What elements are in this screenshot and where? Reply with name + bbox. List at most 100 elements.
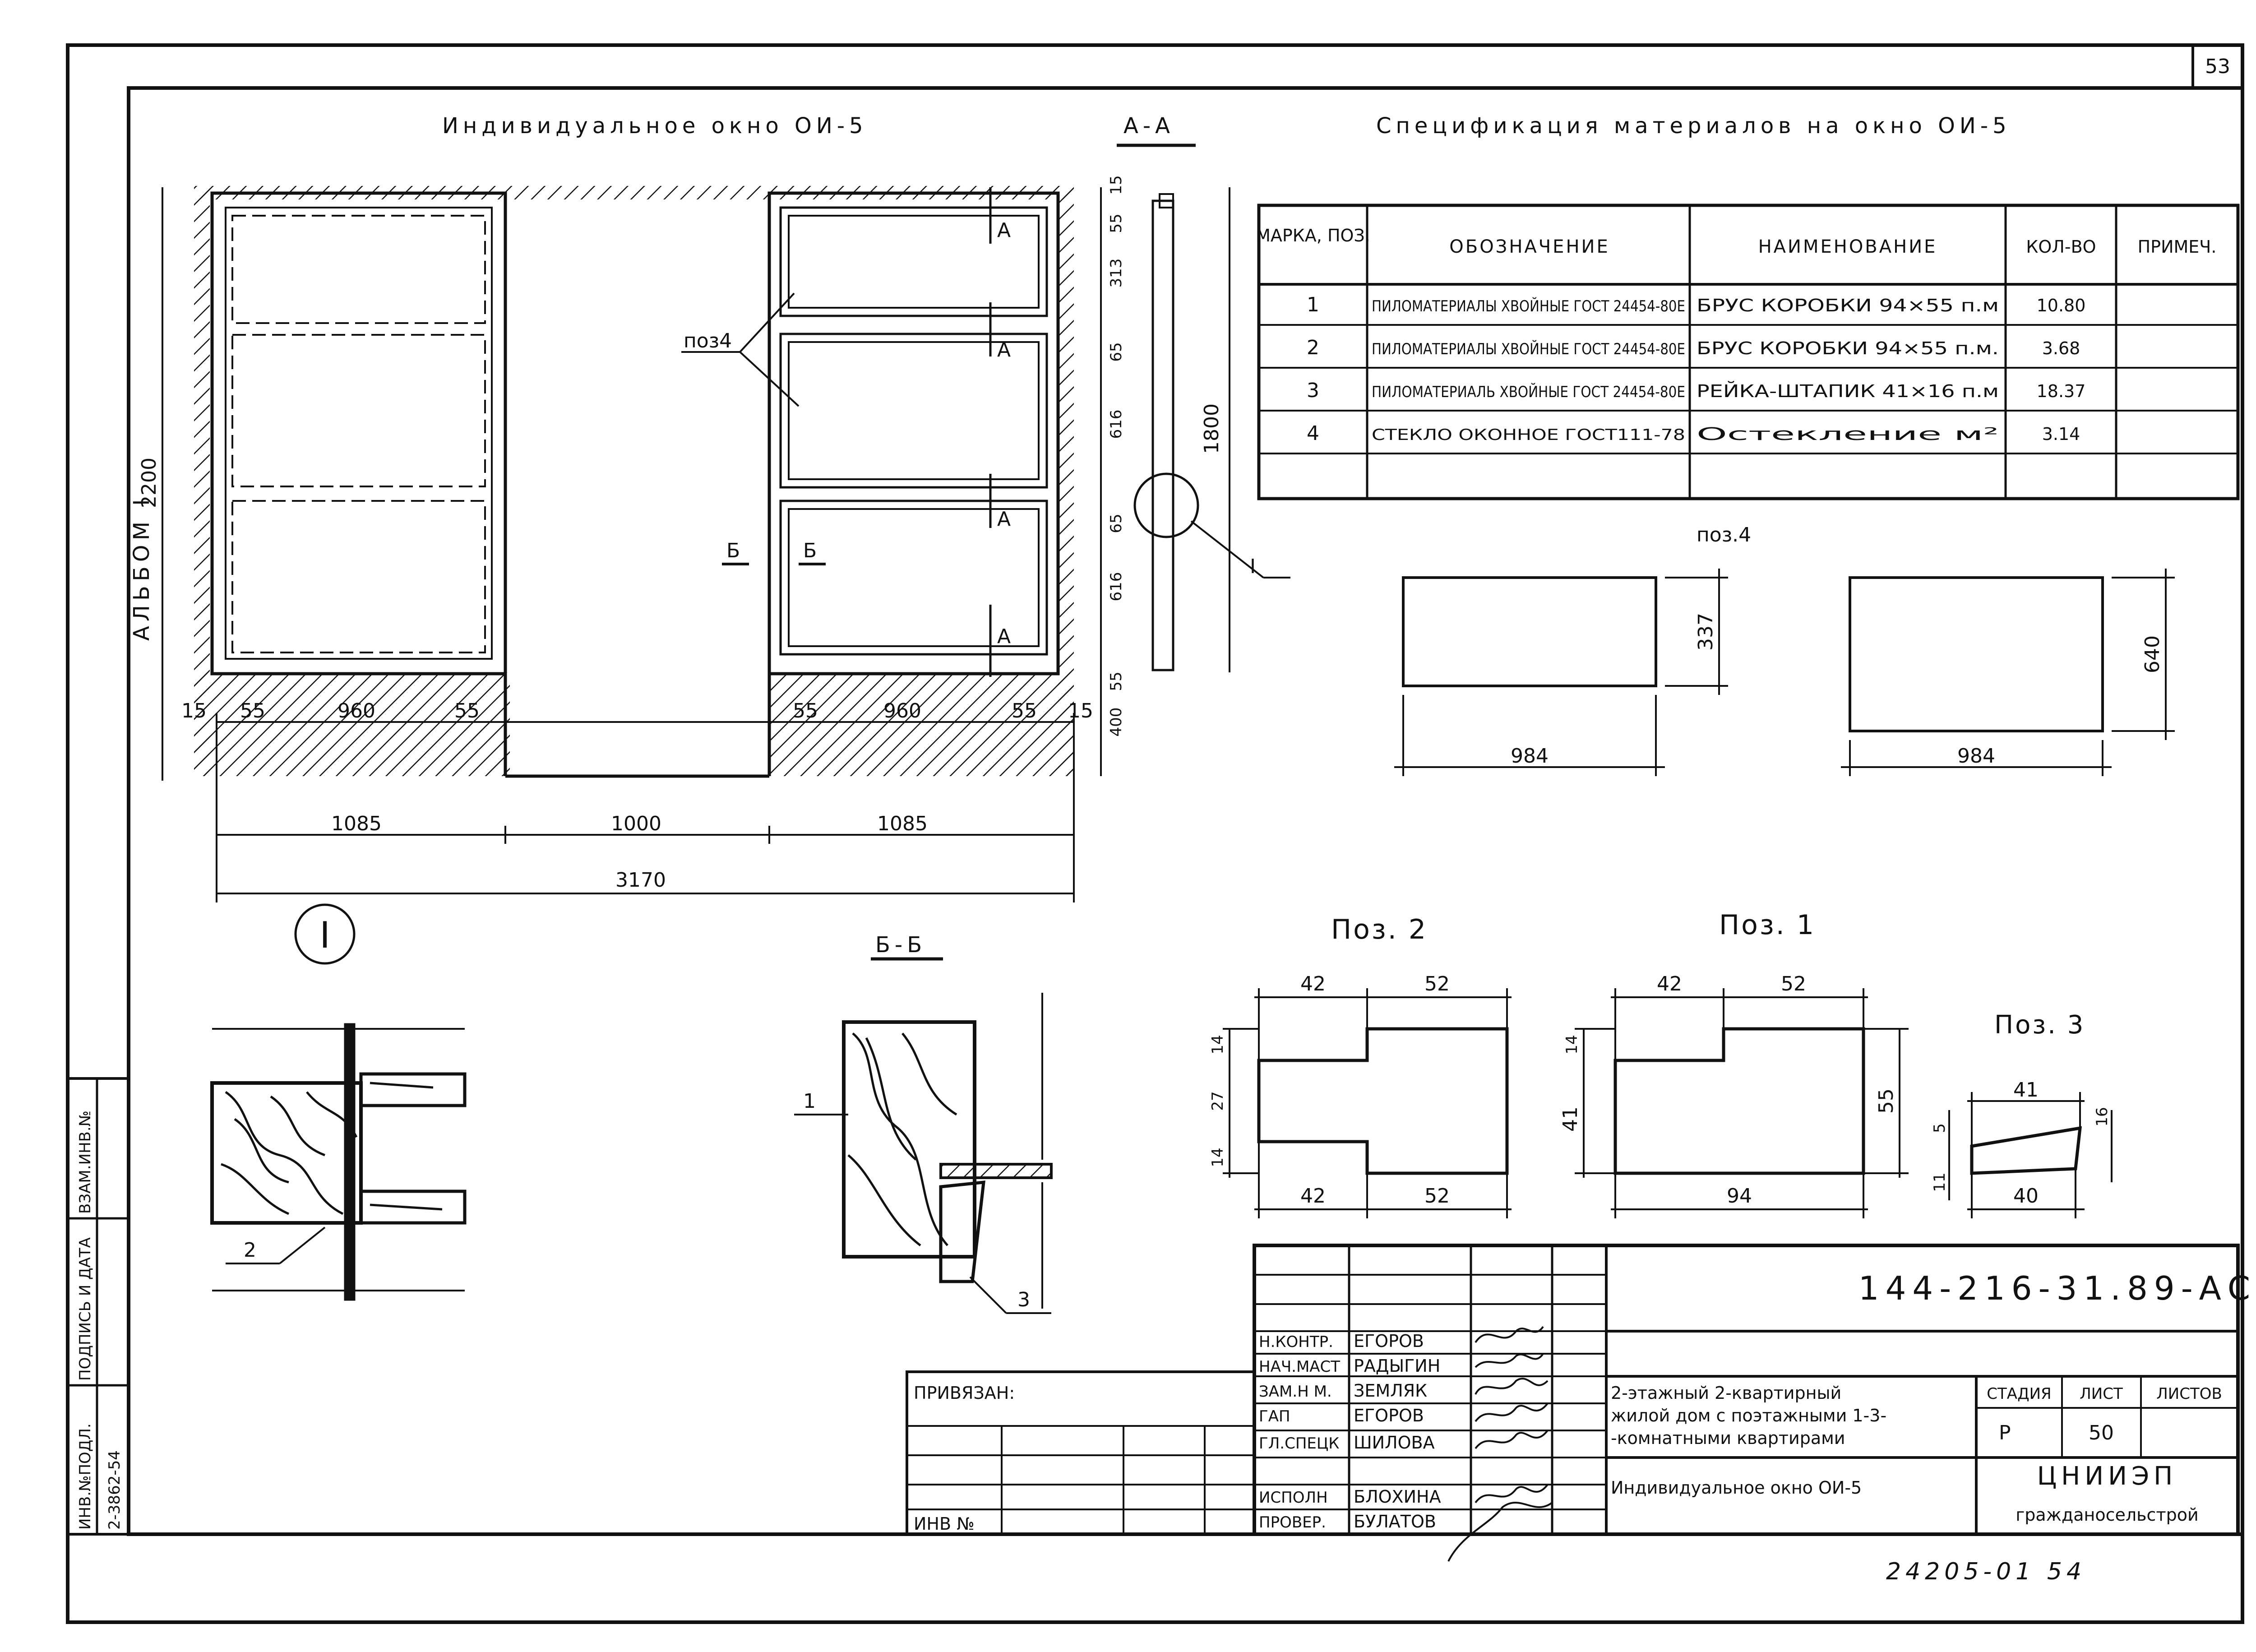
poz1-title: Поз. 1 [1719,909,1816,941]
table-cell: РЕЙКА-ШТАПИК 41×16 п.м [1697,381,1999,401]
project-line-3: -комнатными квартирами [1611,1428,1845,1448]
album-label: АЛЬБОМ I [129,495,154,641]
table-cell: БРУС КОРОБКИ 94×55 п.м. [1697,338,1999,358]
table-cell: 4 [1307,422,1319,445]
table-cell: 1 [1307,293,1319,316]
table-cell: 3 [1307,379,1319,402]
poz1-profile [1575,988,1909,1218]
elevation-dimensions [162,187,1230,902]
footer-code: 24205-01 54 [1886,1558,2086,1585]
svg-text:42: 42 [1300,972,1326,995]
svg-text:313: 313 [1107,259,1125,288]
svg-text:Р: Р [1999,1421,2011,1444]
window-elevation: А А А А Б Б поз4 I [194,186,1290,778]
svg-text:14: 14 [1563,1035,1581,1054]
svg-text:ЗЕМЛЯК: ЗЕМЛЯК [1354,1381,1427,1401]
svg-text:55: 55 [454,699,480,722]
svg-text:Б: Б [726,539,740,562]
detail-I-section [210,1023,467,1301]
svg-text:ГАП: ГАП [1259,1407,1290,1425]
svg-text:52: 52 [1781,972,1806,995]
callout-3: 3 [1017,1288,1030,1311]
svg-text:ЛИСТ: ЛИСТ [2080,1385,2123,1403]
svg-text:РАДЫГИН: РАДЫГИН [1354,1356,1440,1376]
svg-text:ПРОВЕР.: ПРОВЕР. [1259,1513,1326,1532]
detail-I-marker [294,903,356,965]
svg-text:НАЧ.МАСТ: НАЧ.МАСТ [1259,1358,1340,1376]
svg-text:42: 42 [1657,972,1682,995]
table-cell: ПИЛОМАТЕРИАЛЫ ХВОЙНЫЕ ГОСТ 24454-80Е [1372,297,1685,315]
svg-text:14: 14 [1209,1148,1227,1167]
svg-text:А: А [997,625,1011,648]
svg-text:А: А [997,508,1011,531]
section-bb-view [842,993,1053,1309]
svg-text:11: 11 [1931,1172,1949,1192]
poz2-profile [1223,988,1512,1218]
section-bb-title: Б-Б [875,932,926,958]
org-name-2: гражданосельстрой [2016,1505,2198,1525]
svg-text:41: 41 [2013,1078,2039,1101]
svg-text:52: 52 [1424,1185,1450,1208]
svg-text:984: 984 [1957,745,1995,768]
signatures [1447,1326,1553,1562]
svg-text:16: 16 [2093,1107,2111,1126]
svg-text:ЗАМ.Н М.: ЗАМ.Н М. [1259,1383,1332,1401]
svg-text:ИСПОЛН: ИСПОЛН [1259,1489,1328,1507]
svg-text:55: 55 [1107,671,1125,691]
poz4-label: поз4 [684,329,732,352]
inv-label: ИНВ № [914,1514,975,1534]
poz2-title: Поз. 2 [1331,914,1428,945]
svg-text:3170: 3170 [615,869,666,892]
glass-panes [1394,569,2175,776]
svg-text:65: 65 [1107,514,1125,533]
svg-text:1800: 1800 [1200,403,1223,454]
svg-text:55: 55 [1875,1088,1898,1114]
svg-text:50: 50 [2089,1421,2114,1444]
svg-text:А: А [997,219,1011,242]
svg-text:НАИМЕНОВАНИЕ: НАИМЕНОВАНИЕ [1758,236,1937,257]
page-number-box [2191,44,2244,89]
svg-text:ЛИСТОВ: ЛИСТОВ [2156,1385,2222,1403]
svg-text:14: 14 [1209,1035,1227,1054]
svg-text:55: 55 [1107,213,1125,233]
svg-text:1085: 1085 [877,812,928,835]
svg-text:Н.КОНТР.: Н.КОНТР. [1259,1333,1333,1351]
svg-text:55: 55 [1012,699,1037,722]
table-cell: 18.37 [2037,381,2086,401]
window-title: Индивидуальное окно ОИ-5 [442,113,868,139]
svg-text:1000: 1000 [611,812,661,835]
sheet-name: Индивидуальное окно ОИ-5 [1611,1478,1862,1498]
svg-text:2-3862-54: 2-3862-54 [106,1450,124,1530]
svg-text:ЕГОРОВ: ЕГОРОВ [1354,1331,1424,1351]
table-cell: 2 [1307,336,1319,359]
callout-2: 2 [244,1239,256,1262]
spec-title: Спецификация материалов на окно ОИ-5 [1376,113,2011,139]
svg-text:А: А [997,338,1011,361]
detail-I-label: I [319,914,330,956]
svg-text:ПРИМЕЧ.: ПРИМЕЧ. [2138,237,2217,257]
svg-text:ГЛ.СПЕЦК: ГЛ.СПЕЦК [1259,1435,1339,1453]
svg-text:55: 55 [793,699,818,722]
svg-text:ИНВ.№ПОДЛ.: ИНВ.№ПОДЛ. [76,1423,94,1530]
svg-text:984: 984 [1511,745,1549,768]
table-cell: ПИЛОМАТЕРИАЛЫ ХВОЙНЫЕ ГОСТ 24454-80Е [1372,340,1685,358]
table-cell: СТЕКЛО ОКОННОЕ ГОСТ111-78 [1372,426,1685,444]
page-number: 53 [2205,55,2230,78]
svg-text:ПОДПИСЬ И ДАТА: ПОДПИСЬ И ДАТА [76,1237,94,1381]
svg-text:616: 616 [1107,572,1125,602]
table-cell: 10.80 [2037,296,2086,315]
table-cell: 3.68 [2042,338,2080,358]
side-stamp [66,1077,130,1536]
svg-text:2200: 2200 [138,458,161,508]
svg-text:ОБОЗНАЧЕНИЕ: ОБОЗНАЧЕНИЕ [1449,236,1609,257]
doc-code: 144-216-31.89-АС [1858,1269,2256,1307]
svg-text:27: 27 [1209,1091,1227,1111]
svg-text:БУЛАТОВ: БУЛАТОВ [1354,1512,1436,1532]
sheet-border [66,43,2244,1624]
svg-text:960: 960 [883,699,921,722]
svg-text:КОЛ-ВО: КОЛ-ВО [2026,237,2096,257]
svg-text:ЕГОРОВ: ЕГОРОВ [1354,1406,1424,1425]
table-cell: БРУС КОРОБКИ 94×55 п.м [1697,296,1999,315]
svg-text:40: 40 [2013,1185,2039,1208]
svg-text:Б: Б [803,539,817,562]
